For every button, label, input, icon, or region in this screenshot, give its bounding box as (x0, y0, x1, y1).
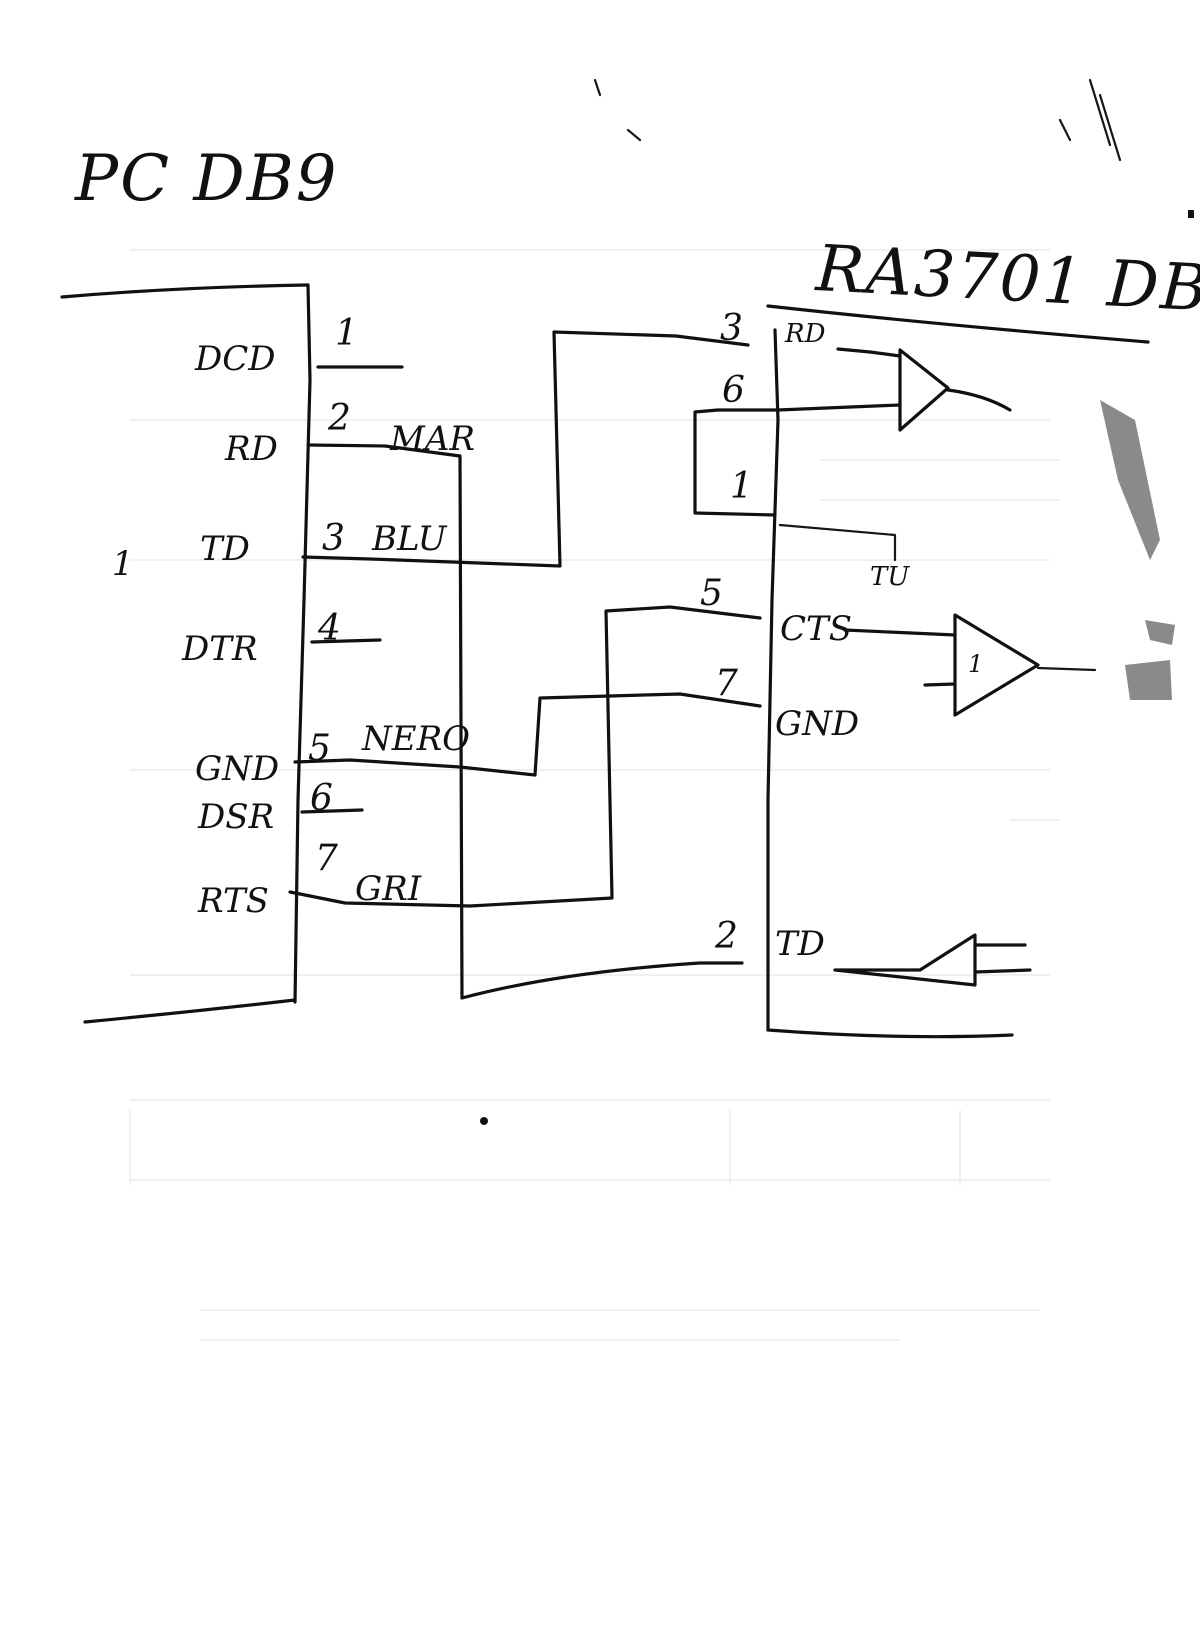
wire-loop-6-1 (693, 408, 780, 517)
cts-second-input (923, 682, 957, 687)
pc-pin-6-signal: DSR (197, 797, 274, 837)
margin-mark: 1 (112, 544, 134, 584)
wire-blu (301, 330, 750, 568)
device-pin-7-number: 7 (715, 663, 738, 704)
pc-pin-5-signal: GND (195, 749, 279, 789)
device-pin-signals: RD CTS GND TD TU (775, 319, 910, 964)
wire-color-labels: MAR BLU NERO GRI (355, 419, 475, 909)
wire-gri (288, 605, 762, 908)
pc-pin-signals: DCD RD TD DTR GND DSR RTS (181, 339, 279, 921)
cts-receiver-mark: 1 (968, 650, 983, 678)
device-pin-3-number: 3 (720, 308, 743, 349)
device-extra-label: TU (870, 562, 910, 592)
device-pin-1-number: 1 (730, 466, 753, 507)
wires (288, 330, 780, 1000)
pc-pin-2-signal: RD (224, 429, 278, 469)
rd-input-wire (836, 347, 902, 358)
wire-color-pin-5: NERO (361, 719, 470, 759)
pc-pin-4-signal: DTR (181, 629, 258, 669)
pc-pin-1-number: 1 (335, 313, 358, 354)
pc-pin-3-number: 3 (322, 518, 345, 559)
scan-smudges (480, 78, 1194, 1125)
device-connector-body (766, 304, 1150, 1039)
cts-input-wire (843, 628, 957, 637)
rd-receiver-symbol (898, 348, 950, 432)
device-pin-2-number: 2 (714, 916, 738, 957)
device-pin-5-number: 5 (700, 573, 723, 614)
pc-connector-title: PC DB9 (74, 142, 338, 216)
pc-pin-6-stub (300, 808, 364, 814)
pc-connector-body (60, 283, 312, 1024)
cts-receiver-symbol (953, 613, 1040, 717)
pc-pin-5-number: 5 (308, 728, 331, 769)
pc-pin-4-stub (310, 638, 382, 644)
device-pin-5-signal: CTS (780, 609, 852, 649)
pc-pin-7-signal: RTS (197, 881, 269, 921)
line-drivers: 1 (776, 347, 1097, 987)
wire-mar (306, 443, 744, 1000)
wire-nero (293, 692, 762, 777)
device-pin-numbers: 3 6 1 5 7 2 (700, 308, 753, 957)
pc-pin-2-number: 2 (327, 398, 351, 439)
pc-pin-3-signal: TD (200, 529, 250, 569)
td-driver-symbol (833, 933, 977, 987)
tu-wire (778, 523, 897, 562)
device-pin-2-signal: TD (775, 924, 825, 964)
pc-pin-1-signal: DCD (194, 339, 276, 379)
rd-receiver-output (946, 388, 1012, 412)
pc-pin-4-number: 4 (317, 608, 341, 649)
cts-receiver-output (1036, 666, 1097, 672)
device-pin-7-signal: GND (775, 704, 859, 744)
pc-pin-stubs (300, 365, 404, 814)
pc-pin-7-number: 7 (315, 838, 338, 879)
wire-color-pin-3: BLU (371, 519, 448, 559)
pc-pin-numbers: 1 2 3 4 5 6 7 (308, 313, 358, 879)
pc-pin-6-number: 6 (310, 778, 333, 819)
device-pin-6-number: 6 (722, 370, 745, 411)
device-pin-3-signal: RD (784, 319, 826, 349)
pin-6-input-wire (776, 403, 902, 412)
td-driver-input-2 (973, 968, 1032, 974)
